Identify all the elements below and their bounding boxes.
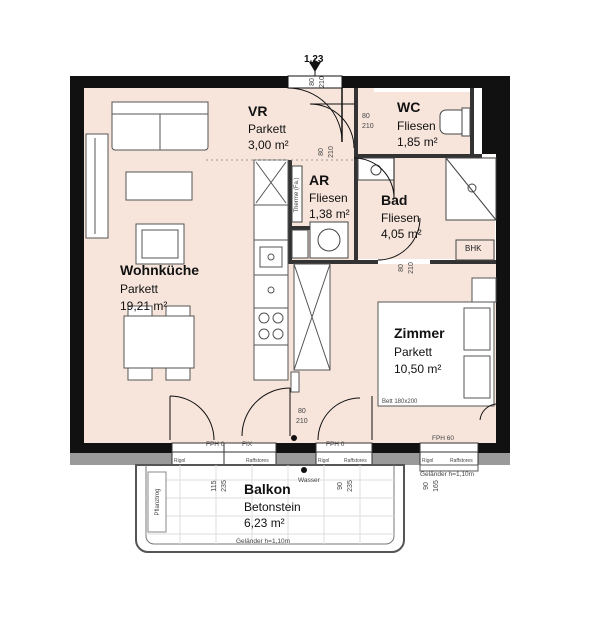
fph0-a: FPH 0 (206, 441, 225, 448)
vr-name: VR (248, 103, 267, 119)
wohnkuche-floor: Parkett (120, 282, 159, 296)
ar-area: 1,38 m² (309, 207, 350, 221)
win-right-w: 90 (423, 482, 430, 490)
kitchen-island (290, 263, 331, 393)
rigol-a: Rigol (174, 458, 185, 464)
bed (377, 277, 497, 407)
bad-door-w: 80 (398, 264, 405, 272)
bad-area: 4,05 m² (381, 227, 422, 241)
entry-door-w: 80 (309, 78, 316, 86)
win-mid-w: 90 (337, 482, 344, 490)
pflanztrog-label: Pflanztrog (155, 488, 161, 515)
entry-door-h: 210 (319, 76, 326, 88)
zimmer-name: Zimmer (394, 325, 445, 341)
bett-label: Bett 180x200 (382, 399, 418, 405)
door-swings (169, 103, 497, 441)
bad-fixtures (445, 157, 497, 261)
fph0-b: FPH 0 (326, 441, 345, 448)
kitchen-counter (253, 159, 289, 381)
wc-name: WC (397, 99, 420, 115)
wc-floor: Fliesen (397, 119, 436, 133)
ar-fixtures (291, 165, 349, 259)
vr-floor: Parkett (248, 122, 287, 136)
gelaender-right: Geländer h=1,10m (420, 471, 474, 478)
raff-b: Raffstores (344, 458, 367, 464)
rigol-b: Rigol (318, 458, 329, 464)
wohnkuche-name: Wohnküche (120, 262, 199, 278)
interior-walls (288, 88, 496, 264)
bad-door-h: 210 (408, 262, 415, 274)
fph60: FPH 60 (432, 435, 454, 442)
outer-walls (70, 76, 510, 451)
balkon-area: 6,23 m² (244, 516, 285, 530)
ar-name: AR (309, 172, 329, 188)
facade-wall (70, 442, 510, 466)
wc-area: 1,85 m² (397, 135, 438, 149)
win-mid-h: 235 (347, 480, 354, 492)
wc-door-w: 80 (362, 113, 370, 120)
zimmer-door-w: 80 (298, 408, 306, 415)
rigol-c: Rigol (422, 458, 433, 464)
balcony (135, 464, 405, 553)
entrance-marker: 1.23 (304, 54, 324, 65)
therme-label: Therme (Fa.) (294, 177, 300, 212)
win-left-w: 115 (211, 480, 218, 491)
balkon-name: Balkon (244, 481, 291, 497)
raff-c: Raffstores (450, 458, 473, 464)
wasser-label: Wasser (298, 477, 321, 484)
zimmer-floor: Parkett (394, 345, 433, 359)
fix-label: FIX (242, 441, 253, 448)
wohnkuche-area: 19,21 m² (120, 299, 167, 313)
bhk-label: BHK (465, 244, 482, 253)
raff-a: Raffstores (246, 458, 269, 464)
vr-area: 3,00 m² (248, 138, 289, 152)
gelaender-balkon: Geländer h=1,10m (236, 538, 290, 545)
win-right-h: 165 (433, 480, 440, 492)
living-furniture (85, 101, 209, 381)
ar-floor: Fliesen (309, 191, 348, 205)
bad-floor: Fliesen (381, 211, 420, 225)
zimmer-area: 10,50 m² (394, 362, 441, 376)
bad-name: Bad (381, 192, 407, 208)
wc-fixtures (357, 107, 471, 181)
zimmer-door-h: 210 (296, 418, 308, 425)
win-left-h: 235 (221, 480, 228, 492)
wc-door-h: 210 (362, 123, 374, 130)
ar-door-w: 80 (318, 148, 325, 156)
ar-door-h: 210 (328, 146, 335, 158)
balkon-floor: Betonstein (244, 500, 301, 514)
